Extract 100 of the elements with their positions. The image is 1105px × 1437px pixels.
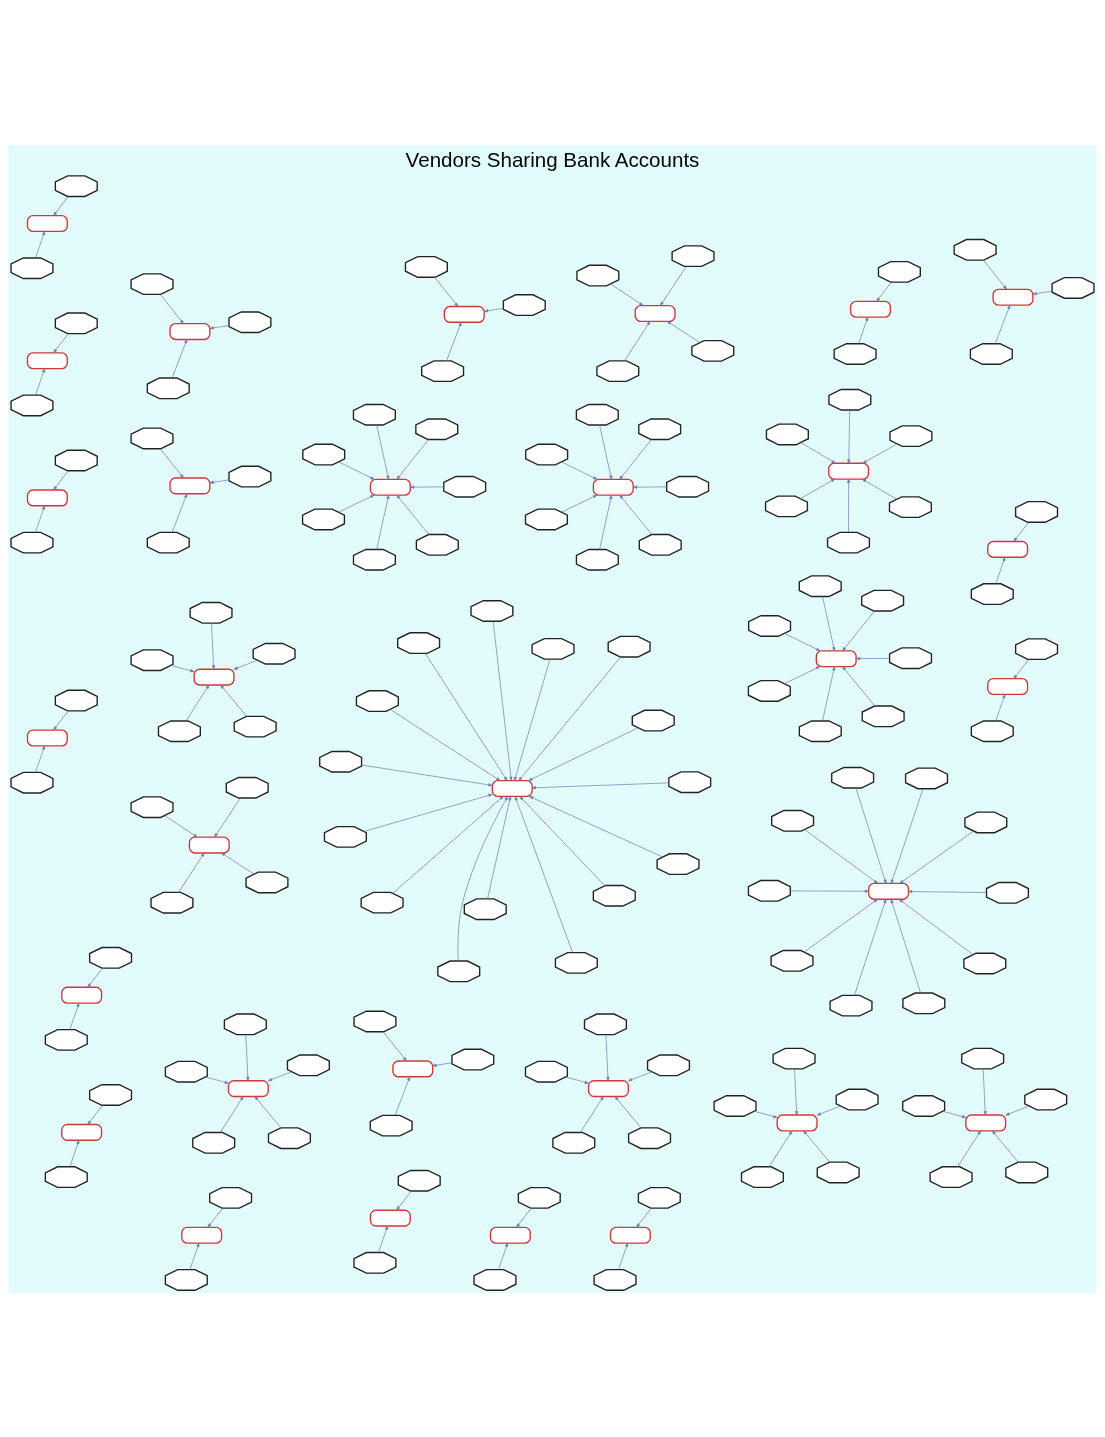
arrow <box>599 494 613 550</box>
arrow <box>53 710 69 730</box>
node-octagon <box>861 704 905 727</box>
node-octagon <box>54 174 98 197</box>
node-octagon <box>517 1186 561 1209</box>
node-octagon <box>889 424 933 447</box>
arrow <box>1013 521 1029 542</box>
node-octagon <box>352 403 396 426</box>
node-octagon <box>463 897 507 920</box>
node-octagon <box>985 881 1030 904</box>
arrow <box>434 276 459 307</box>
node-octagon <box>88 946 133 969</box>
arrow <box>1013 658 1029 679</box>
node-octagon <box>770 949 814 972</box>
arrow <box>784 632 821 651</box>
arrow <box>185 684 210 721</box>
arrow <box>957 1130 981 1167</box>
arrow <box>519 795 605 886</box>
arrow <box>633 485 667 489</box>
node-octagon <box>10 771 54 794</box>
arrow <box>861 478 898 499</box>
arrow <box>396 1190 412 1210</box>
arrow <box>619 438 652 480</box>
arrow <box>610 283 644 306</box>
node-octagon <box>352 548 397 571</box>
arrow <box>171 493 188 533</box>
node-octagon <box>833 342 877 365</box>
arrow <box>376 424 390 480</box>
node-octagon <box>969 342 1013 365</box>
node-octagon <box>525 443 569 465</box>
node-octagon <box>552 1131 596 1154</box>
arrow <box>171 338 188 378</box>
node-octagon <box>286 1053 330 1076</box>
arrow <box>446 321 462 361</box>
node-octagon <box>888 646 933 669</box>
arrow <box>382 1030 407 1061</box>
arrow <box>254 1095 282 1128</box>
arrow <box>898 898 974 955</box>
arrow <box>514 658 551 781</box>
arrow <box>856 656 890 660</box>
arrow <box>53 470 69 490</box>
node-octagon <box>554 951 598 974</box>
arrow <box>69 1139 80 1167</box>
arrow <box>514 795 573 953</box>
node-octagon <box>764 494 809 517</box>
arrow <box>618 1242 629 1270</box>
node-octagon <box>902 991 946 1014</box>
node-octagon <box>713 1094 757 1117</box>
node-octagon <box>44 1028 88 1051</box>
arrow <box>890 788 924 884</box>
arrow <box>87 967 103 987</box>
node-octagon <box>10 531 54 554</box>
node-box <box>369 1209 411 1227</box>
arrow <box>396 438 429 480</box>
node-octagon <box>575 403 619 426</box>
node-octagon <box>146 376 190 399</box>
node-octagon <box>531 637 575 660</box>
arrow <box>159 293 184 324</box>
node-box <box>169 322 211 340</box>
arrow <box>159 447 184 478</box>
node-octagon <box>164 1268 208 1291</box>
arrow <box>991 1129 1019 1162</box>
arrow <box>803 898 878 952</box>
node-octagon <box>369 1114 413 1137</box>
node-octagon <box>798 719 842 742</box>
node-octagon <box>397 1169 441 1192</box>
arrow <box>854 898 887 996</box>
node-octagon <box>772 1047 816 1070</box>
node-octagon <box>1014 500 1059 523</box>
node-octagon <box>360 891 404 914</box>
node-octagon <box>877 260 921 283</box>
node-octagon <box>953 238 997 261</box>
arrow <box>425 652 508 781</box>
node-octagon <box>593 1268 637 1291</box>
node-octagon <box>415 533 459 556</box>
node-octagon <box>54 311 98 334</box>
node-octagon <box>415 417 459 440</box>
arrow <box>855 787 887 884</box>
node-octagon <box>150 891 194 914</box>
arrow <box>858 316 869 344</box>
arrow <box>170 664 195 672</box>
arrow <box>816 1105 841 1115</box>
arrow <box>803 1129 830 1162</box>
node-octagon <box>861 589 905 612</box>
node-octagon <box>747 679 791 702</box>
node-octagon <box>421 359 465 382</box>
node-octagon <box>88 1083 133 1106</box>
arrow <box>784 665 821 684</box>
node-box <box>26 351 68 369</box>
node-octagon <box>631 709 675 732</box>
node-octagon <box>146 531 190 554</box>
arrow <box>804 828 878 884</box>
node-octagon <box>319 750 363 773</box>
node-octagon <box>130 795 174 818</box>
arrow <box>498 1242 508 1270</box>
arrow <box>361 764 493 786</box>
node-octagon <box>627 1126 672 1149</box>
node-octagon <box>437 959 481 982</box>
node-box <box>992 288 1034 306</box>
arrow <box>392 795 504 894</box>
